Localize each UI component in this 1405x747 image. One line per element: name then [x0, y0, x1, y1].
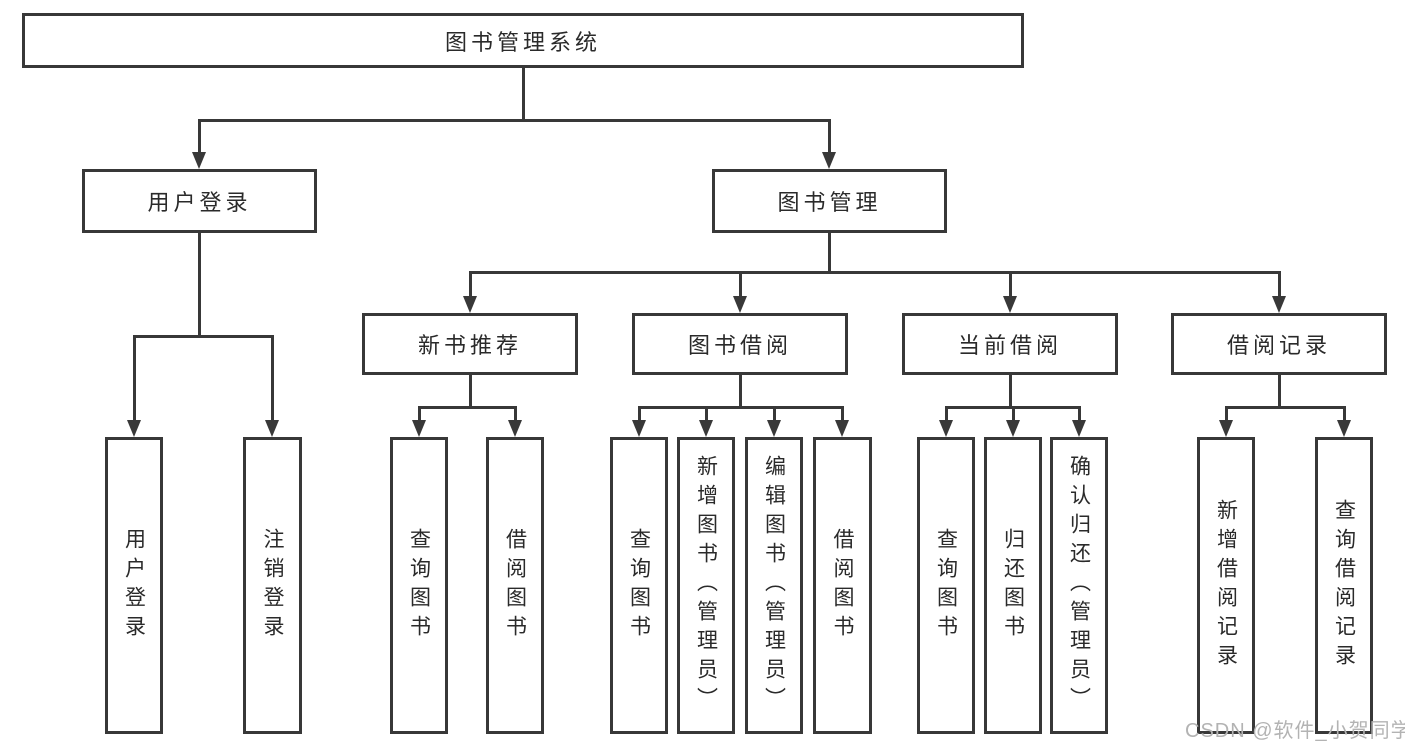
- arrowhead-down-icon: [192, 152, 206, 169]
- connector-line: [840, 407, 844, 420]
- connector-line: [1224, 407, 1228, 420]
- connector-line: [827, 233, 831, 273]
- arrowhead-down-icon: [1272, 296, 1286, 313]
- leaf-query-borrow-record: 查询借阅记录: [1315, 437, 1373, 734]
- leaf-return-books-label: 归还图书: [1001, 527, 1025, 644]
- leaf-logout-label: 注销登录: [261, 527, 284, 644]
- leaf-query-books-3-label: 查询图书: [934, 527, 958, 644]
- connector-line: [944, 407, 948, 420]
- leaf-borrow-books-2-label: 借阅图书: [831, 527, 854, 644]
- connector-line: [827, 120, 831, 152]
- connector-line: [270, 336, 274, 420]
- connector-line: [704, 407, 708, 420]
- connector-line: [197, 120, 201, 152]
- arrowhead-down-icon: [632, 420, 646, 437]
- leaf-return-books: 归还图书: [984, 437, 1042, 734]
- arrowhead-down-icon: [822, 152, 836, 169]
- connector-line: [521, 68, 525, 121]
- node-book-management-label: 图书管理: [777, 190, 882, 215]
- node-new-book-recommend: 新书推荐: [362, 313, 578, 375]
- arrowhead-down-icon: [463, 296, 477, 313]
- arrowhead-down-icon: [508, 420, 522, 437]
- node-root-label: 图书管理系统: [444, 29, 601, 55]
- node-book-borrow-label: 图书借阅: [687, 333, 792, 358]
- connector-line: [772, 407, 776, 420]
- leaf-borrow-books-1: 借阅图书: [486, 437, 544, 734]
- csdn-watermark: CSDN @软件_小贺同学: [1185, 720, 1405, 742]
- node-current-borrow: 当前借阅: [902, 313, 1118, 375]
- node-book-management: 图书管理: [712, 169, 947, 233]
- leaf-query-books-2: 查询图书: [610, 437, 668, 734]
- connector-line: [197, 233, 201, 337]
- leaf-borrow-books-1-label: 借阅图书: [503, 527, 527, 644]
- connector-line: [637, 405, 844, 409]
- arrowhead-down-icon: [1219, 420, 1233, 437]
- connector-line: [1011, 407, 1015, 420]
- connector-line: [132, 336, 136, 420]
- leaf-query-books-1: 查询图书: [390, 437, 448, 734]
- connector-line: [1224, 405, 1346, 409]
- arrowhead-down-icon: [767, 420, 781, 437]
- connector-line: [132, 334, 274, 338]
- arrowhead-down-icon: [1006, 420, 1020, 437]
- arrowhead-down-icon: [733, 296, 747, 313]
- arrowhead-down-icon: [412, 420, 426, 437]
- connector-line: [1277, 375, 1281, 408]
- leaf-query-borrow-record-label: 查询借阅记录: [1332, 498, 1356, 673]
- arrowhead-down-icon: [939, 420, 953, 437]
- connector-line: [1077, 407, 1081, 420]
- arrowhead-down-icon: [127, 420, 141, 437]
- arrowhead-down-icon: [835, 420, 849, 437]
- leaf-add-books-admin-label: 新增图书（管理员）: [694, 455, 718, 716]
- connector-line: [468, 272, 472, 296]
- node-new-book-recommend-label: 新书推荐: [417, 333, 522, 358]
- connector-line: [1008, 272, 1012, 296]
- node-borrow-records-label: 借阅记录: [1226, 333, 1331, 358]
- connector-line: [197, 118, 831, 122]
- node-user-login: 用户登录: [82, 169, 317, 233]
- arrowhead-down-icon: [265, 420, 279, 437]
- connector-line: [468, 375, 472, 408]
- connector-line: [417, 407, 421, 420]
- leaf-query-books-1-label: 查询图书: [407, 527, 431, 644]
- connector-line: [468, 270, 1281, 274]
- leaf-user-login: 用户登录: [105, 437, 163, 734]
- leaf-edit-books-admin: 编辑图书（管理员）: [745, 437, 803, 734]
- leaf-logout: 注销登录: [243, 437, 302, 734]
- connector-line: [513, 407, 517, 420]
- connector-line: [417, 405, 517, 409]
- arrowhead-down-icon: [1072, 420, 1086, 437]
- node-user-login-label: 用户登录: [147, 190, 252, 215]
- leaf-query-books-2-label: 查询图书: [627, 527, 651, 644]
- leaf-add-borrow-record: 新增借阅记录: [1197, 437, 1255, 734]
- connector-line: [1008, 375, 1012, 408]
- connector-line: [738, 375, 742, 408]
- arrowhead-down-icon: [1003, 296, 1017, 313]
- leaf-borrow-books-2: 借阅图书: [813, 437, 872, 734]
- connector-line: [738, 272, 742, 296]
- leaf-confirm-return-admin: 确认归还（管理员）: [1050, 437, 1108, 734]
- leaf-query-books-3: 查询图书: [917, 437, 975, 734]
- node-current-borrow-label: 当前借阅: [957, 333, 1062, 358]
- node-root: 图书管理系统: [22, 13, 1024, 68]
- connector-line: [1342, 407, 1346, 420]
- leaf-add-borrow-record-label: 新增借阅记录: [1214, 498, 1238, 673]
- leaf-user-login-label: 用户登录: [122, 527, 146, 644]
- node-book-borrow: 图书借阅: [632, 313, 848, 375]
- leaf-edit-books-admin-label: 编辑图书（管理员）: [762, 455, 786, 716]
- leaf-add-books-admin: 新增图书（管理员）: [677, 437, 735, 734]
- connector-line: [1277, 272, 1281, 296]
- leaf-confirm-return-admin-label: 确认归还（管理员）: [1067, 455, 1091, 716]
- arrowhead-down-icon: [1337, 420, 1351, 437]
- connector-line: [637, 407, 641, 420]
- node-borrow-records: 借阅记录: [1171, 313, 1387, 375]
- arrowhead-down-icon: [699, 420, 713, 437]
